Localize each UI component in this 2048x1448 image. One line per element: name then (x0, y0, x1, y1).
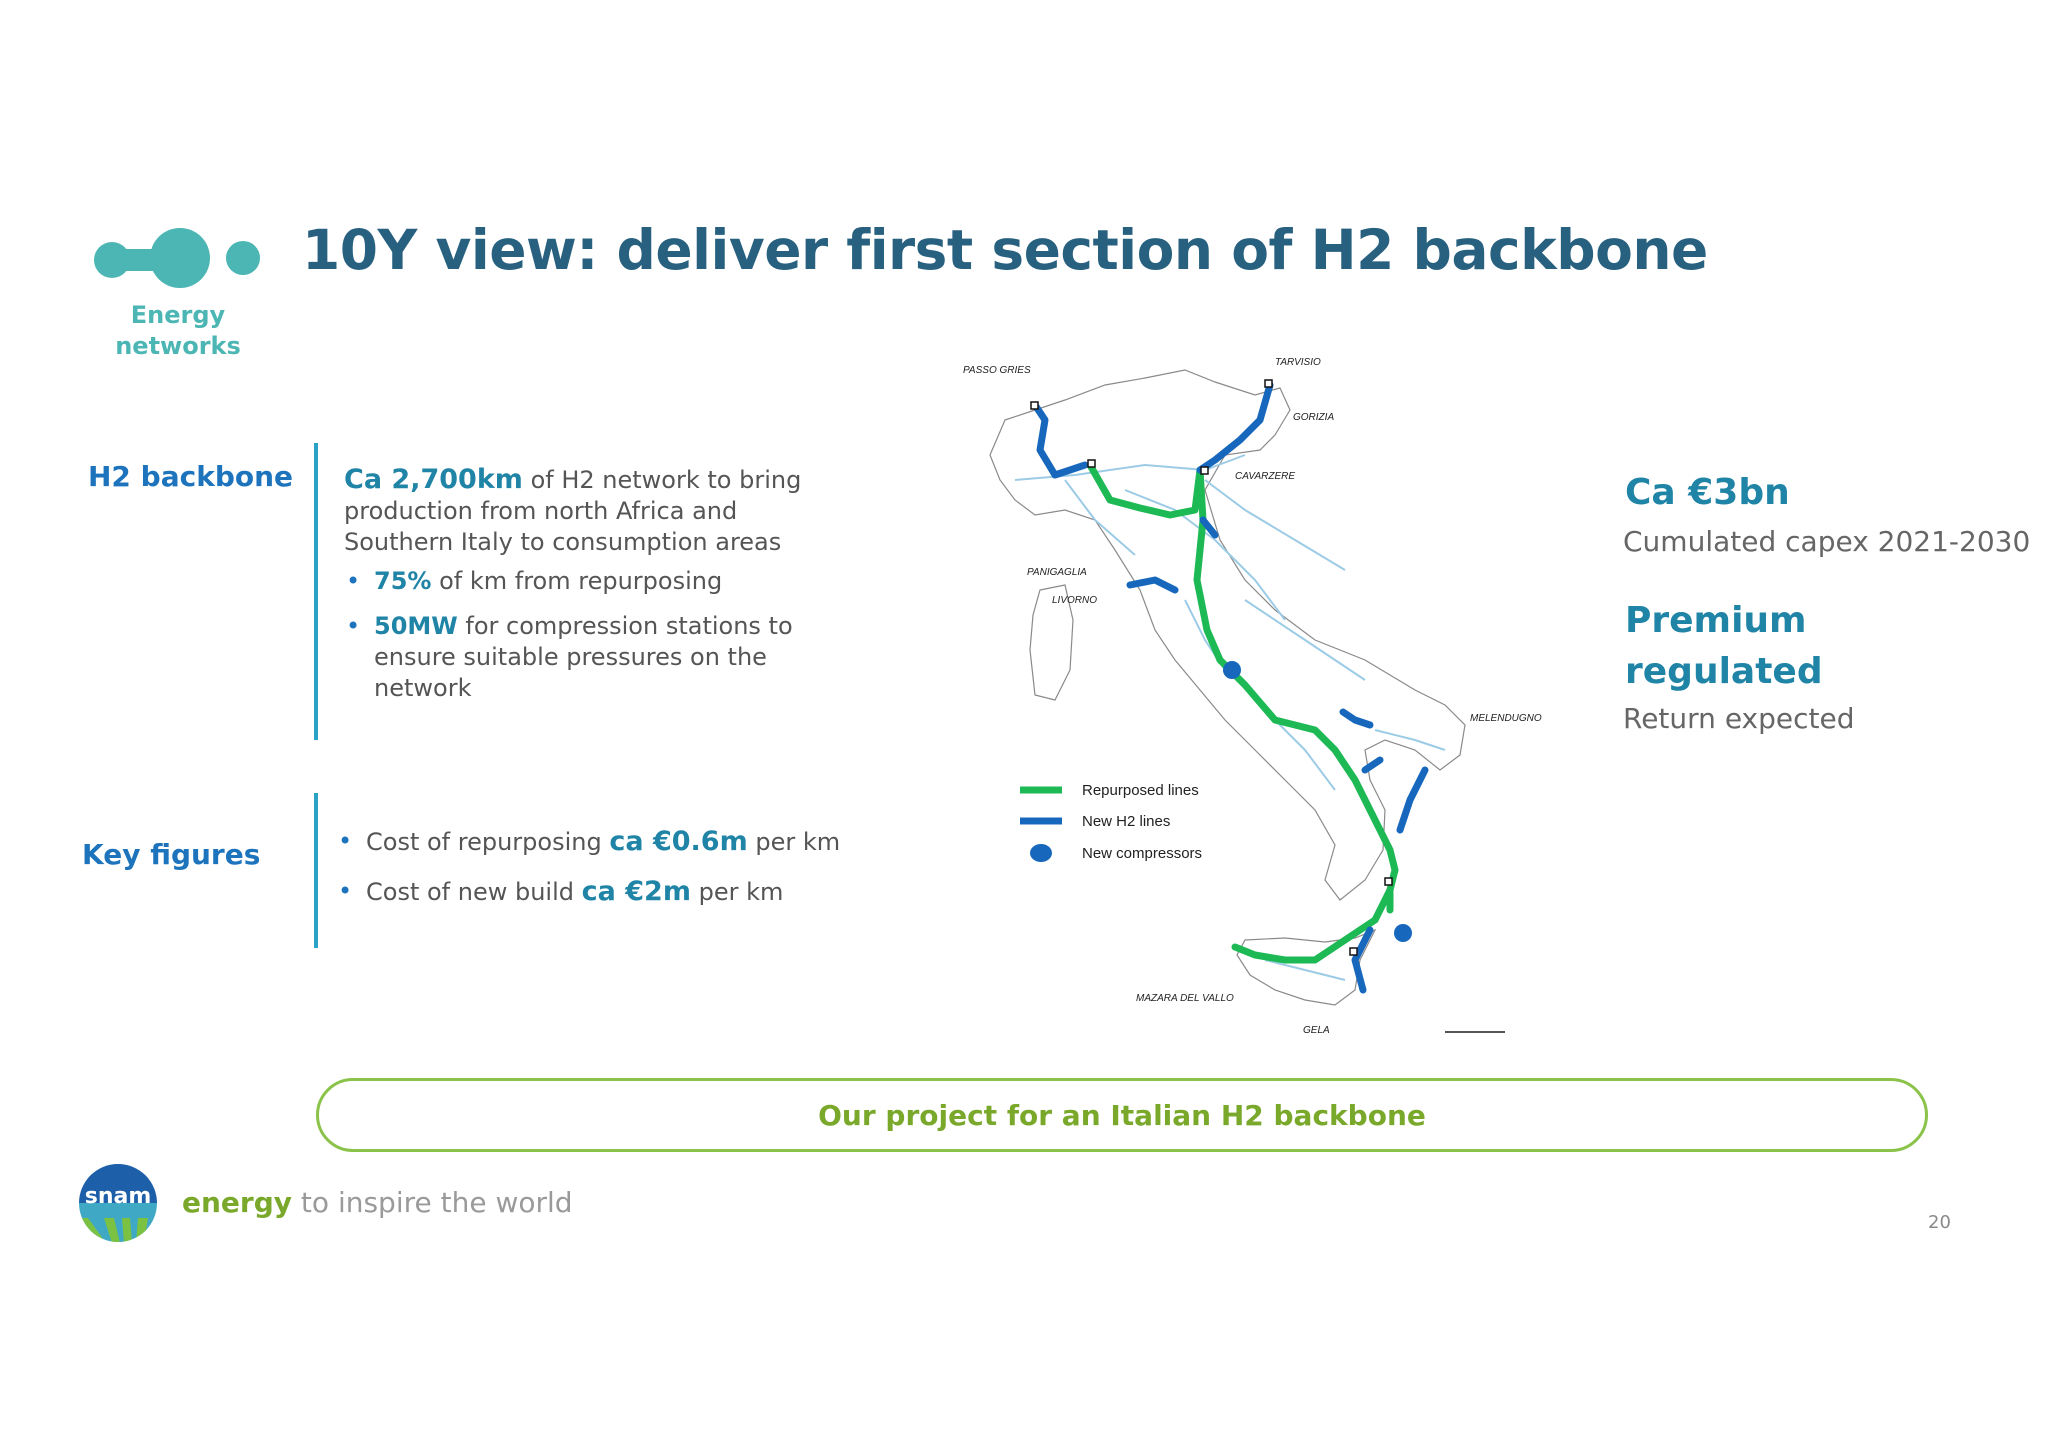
label-mazara: MAZARA DEL VALLO (1136, 993, 1234, 1004)
italy-h2-map: PASSO GRIES TARVISIO GORIZIA CAVARZERE P… (963, 357, 1542, 1036)
tagline-accent: energy (182, 1186, 293, 1219)
sardinia-outline (1029, 584, 1074, 701)
key-figures-label: Key figures (82, 838, 261, 871)
italy-outline (989, 369, 1466, 901)
tagline: energy to inspire the world (182, 1186, 573, 1219)
premium-line2: regulated (1625, 651, 1823, 692)
h2-backbone-bullets: •75% of km from repurposing •50MW for co… (344, 566, 814, 704)
list-item: •50MW for compression stations to ensure… (346, 612, 793, 702)
page-title: 10Y view: deliver first section of H2 ba… (302, 218, 1708, 282)
capex-desc: Cumulated capex 2021-2030 (1623, 525, 2031, 558)
repurposed-line (1231, 886, 1394, 964)
compressor-marker (1223, 661, 1241, 679)
label-gorizia: GORIZIA (1293, 412, 1334, 423)
premium-line1: Premium (1625, 600, 1807, 641)
map-legend: Repurposed lines New H2 lines New compre… (1020, 782, 1202, 862)
list-item: •75% of km from repurposing (346, 567, 723, 595)
snam-logo: snam (79, 1164, 157, 1242)
label-panigaglia: PANIGAGLIA (1027, 567, 1087, 578)
compressor-marker (1394, 924, 1412, 942)
section-label: Energy networks (100, 300, 256, 362)
section-label-line1: Energy (130, 301, 226, 329)
label-cavarzere: CAVARZERE (1235, 471, 1295, 482)
key-figures-list: •Cost of repurposing ca €0.6m per km •Co… (336, 826, 896, 908)
project-banner: Our project for an Italian H2 backbone (316, 1078, 1928, 1152)
divider-bar (314, 793, 318, 948)
legend-compressors: New compressors (1082, 845, 1202, 862)
energy-networks-icon (94, 228, 260, 288)
network-length-desc: of H2 network to bring production from n… (344, 466, 802, 556)
key-figures-content: •Cost of repurposing ca €0.6m per km •Co… (336, 826, 896, 926)
entry-point-markers (1030, 379, 1393, 956)
label-melendugno: MELENDUGNO (1470, 713, 1542, 724)
network-length-value: Ca 2,700km (344, 464, 523, 495)
new-h2-lines (1031, 381, 1429, 994)
premium-desc: Return expected (1623, 702, 1855, 735)
divider-bar (314, 443, 318, 740)
label-gela: GELA (1303, 1025, 1330, 1036)
page-number: 20 (1928, 1212, 1951, 1233)
list-item: •Cost of repurposing ca €0.6m per km (338, 826, 841, 857)
legend-repurposed: Repurposed lines (1082, 782, 1199, 799)
h2-backbone-label: H2 backbone (88, 460, 294, 493)
label-passo-gries: PASSO GRIES (963, 365, 1031, 376)
label-livorno: LIVORNO (1052, 595, 1097, 606)
tagline-rest: to inspire the world (292, 1186, 573, 1219)
label-tarvisio: TARVISIO (1275, 357, 1321, 368)
list-item: •Cost of new build ca €2m per km (338, 876, 784, 907)
section-label-line2: networks (115, 332, 241, 360)
sicily-outline (1236, 928, 1377, 1006)
premium-regulated: Premium regulated (1625, 595, 1823, 697)
h2-backbone-intro: Ca 2,700km of H2 network to bring produc… (344, 464, 814, 558)
legend-new-h2: New H2 lines (1082, 813, 1170, 830)
repurposed-line (1086, 461, 1399, 914)
h2-backbone-content: Ca 2,700km of H2 network to bring produc… (344, 464, 814, 718)
capex-value: Ca €3bn (1625, 472, 1790, 513)
svg-text:snam: snam (85, 1184, 152, 1209)
